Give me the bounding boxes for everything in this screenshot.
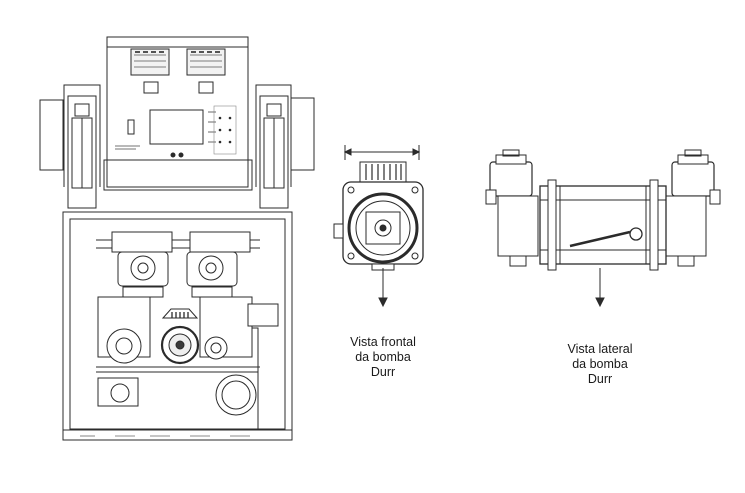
front-view-caption: Vista frontal da bomba Durr <box>335 335 431 380</box>
front-view-drawing <box>333 145 424 308</box>
front-caption-line-3: Durr <box>370 365 396 379</box>
right-nozzle-holster <box>259 95 315 209</box>
front-caption-line-1: Vista frontal <box>350 335 416 349</box>
side-view-caption: Vista lateral da bomba Durr <box>552 342 648 387</box>
side-view-drawing <box>485 149 721 308</box>
side-caption-line-3: Durr <box>587 372 613 386</box>
left-nozzle-holster <box>39 95 97 209</box>
front-caption-line-2: da bomba <box>355 350 411 364</box>
side-caption-line-1: Vista lateral <box>567 342 633 356</box>
dispenser-drawing <box>39 36 315 441</box>
dispenser-head <box>106 36 249 188</box>
dispenser-cabinet <box>62 211 293 441</box>
side-caption-line-2: da bomba <box>572 357 628 371</box>
